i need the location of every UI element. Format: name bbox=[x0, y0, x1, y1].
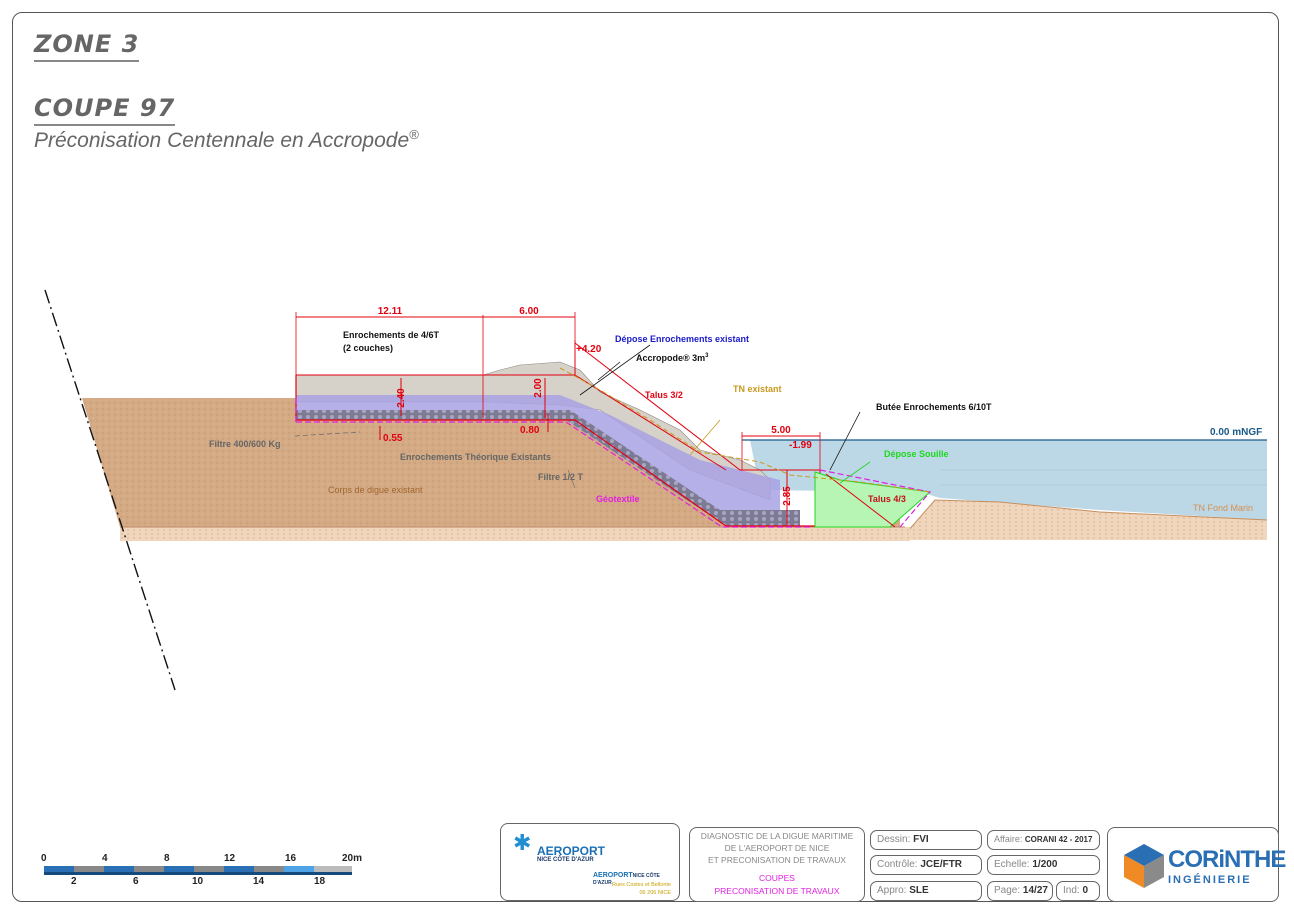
company-logo-main: CORiNTHE bbox=[1168, 846, 1286, 873]
affaire-field: Affaire: CORANI 42 - 2017 bbox=[987, 830, 1100, 850]
scale-bar: 0 4 8 12 16 20m 2 6 10 14 18 bbox=[40, 850, 363, 890]
filter-layer bbox=[296, 410, 488, 420]
client-addr2: 06 206 NICE bbox=[639, 890, 672, 896]
thick-240: 2.40 bbox=[396, 388, 407, 408]
label-tn-existant: TN existant bbox=[733, 384, 782, 394]
ind-field: Ind: 0 bbox=[1056, 881, 1100, 901]
thick-200: 2.00 bbox=[533, 378, 544, 398]
axis-line bbox=[44, 289, 176, 691]
thick-285: 2.85 bbox=[782, 486, 793, 506]
butee-rock bbox=[814, 471, 932, 528]
label-depose-enroch: Dépose Enrochements existant bbox=[615, 334, 749, 344]
drawing-subtitle: Préconisation Centennale en Accropode® bbox=[34, 127, 419, 152]
level-sea: 0.00 mNGF bbox=[1210, 427, 1262, 438]
company-logo-box: CORiNTHE INGÉNIERIE bbox=[1107, 827, 1286, 902]
cube-logo-icon bbox=[1124, 844, 1164, 888]
zone-title: ZONE 3 bbox=[34, 30, 140, 62]
tn-existing-line bbox=[559, 367, 931, 493]
scale-label-4: 4 bbox=[102, 853, 108, 864]
desc-line-2: DE L'AEROPORT DE NICE bbox=[724, 843, 830, 853]
label-geotextile: Géotextile bbox=[596, 494, 640, 504]
client-logo-main: AEROPORT bbox=[537, 844, 606, 858]
dessin-field: Dessin: FVI bbox=[870, 830, 982, 850]
label-butee: Butée Enrochements 6/10T bbox=[876, 402, 992, 412]
company-logo-sub: INGÉNIERIE bbox=[1168, 874, 1252, 886]
dim-slope-width: 6.00 bbox=[519, 306, 539, 317]
label-talus-43: Talus 4/3 bbox=[868, 494, 906, 504]
client-logo-box: ✱ AEROPORT NICE CÔTE D'AZUR AEROPORTNICE… bbox=[500, 823, 680, 901]
label-filtre-12: Filtre 1/2 T bbox=[538, 472, 584, 482]
palm-logo-icon: ✱ bbox=[513, 830, 532, 855]
level-crest: +4.20 bbox=[576, 344, 602, 355]
sea-water bbox=[750, 440, 1267, 520]
desc-line-1: DIAGNOSTIC DE LA DIGUE MARITIME bbox=[700, 831, 854, 841]
label-tn-fond: TN Fond Marin bbox=[1193, 503, 1253, 513]
label-accropode: Accropode® 3m3 bbox=[636, 353, 709, 363]
client-logo-sub: NICE CÔTE D'AZUR bbox=[537, 857, 594, 863]
desc-line-3: ET PRECONISATION DE TRAVAUX bbox=[707, 855, 847, 865]
geotextile-line bbox=[296, 421, 810, 528]
scale-label-20m: 20m bbox=[342, 853, 363, 864]
label-depose-souille: Dépose Souille bbox=[884, 449, 949, 459]
foundation-layer bbox=[120, 527, 910, 541]
appro-field: Appro: SLE bbox=[870, 881, 982, 901]
dim-crest-width: 12.11 bbox=[378, 306, 403, 317]
scale-label-6: 6 bbox=[133, 876, 139, 887]
label-enroch-theo: Enrochements Théorique Existants bbox=[400, 452, 551, 462]
scale-label-18: 18 bbox=[314, 876, 326, 887]
description-box: DIAGNOSTIC DE LA DIGUE MARITIME DE L'AER… bbox=[689, 827, 865, 902]
scale-bar-graphic bbox=[44, 866, 352, 875]
scale-label-16: 16 bbox=[285, 853, 297, 864]
scale-label-2: 2 bbox=[71, 876, 77, 887]
existing-dike-body bbox=[82, 398, 900, 527]
level-toe: -1.99 bbox=[789, 440, 812, 451]
red-design-outline bbox=[295, 375, 815, 527]
scale-label-10: 10 bbox=[192, 876, 204, 887]
label-filtre-400: Filtre 400/600 Kg bbox=[209, 439, 281, 449]
label-2-couches: (2 couches) bbox=[343, 343, 393, 353]
echelle-field: Echelle: 1/200 bbox=[987, 855, 1100, 875]
thick-080: 0.80 bbox=[520, 425, 540, 436]
accropode-layer bbox=[296, 395, 780, 520]
client-addr1: Rues Costes et Bellonte bbox=[611, 882, 671, 888]
dim-toe-width: 5.00 bbox=[771, 425, 791, 436]
coupe-title: COUPE 97 bbox=[34, 94, 176, 126]
page-field: Page: 14/27 bbox=[987, 881, 1053, 901]
label-talus-32: Talus 3/2 bbox=[645, 390, 683, 400]
drawing-frame bbox=[12, 12, 1279, 902]
label-corps-digue: Corps de digue existant bbox=[328, 485, 423, 495]
label-enroch-4-6: Enrochements de 4/6T bbox=[343, 330, 440, 340]
desc-line-5: PRECONISATION DE TRAVAUX bbox=[714, 886, 840, 896]
scale-label-0: 0 bbox=[41, 853, 47, 864]
client-logo2: AEROPORTNICE CÔTE D'AZUR bbox=[593, 872, 660, 886]
desc-line-4: COUPES bbox=[759, 873, 795, 883]
sea-bed bbox=[900, 500, 1267, 540]
scale-label-12: 12 bbox=[224, 853, 236, 864]
controle-field: Contrôle: JCE/FTR bbox=[870, 855, 982, 875]
thick-055: 0.55 bbox=[383, 433, 403, 444]
scale-label-14: 14 bbox=[253, 876, 265, 887]
scale-label-8: 8 bbox=[164, 853, 170, 864]
